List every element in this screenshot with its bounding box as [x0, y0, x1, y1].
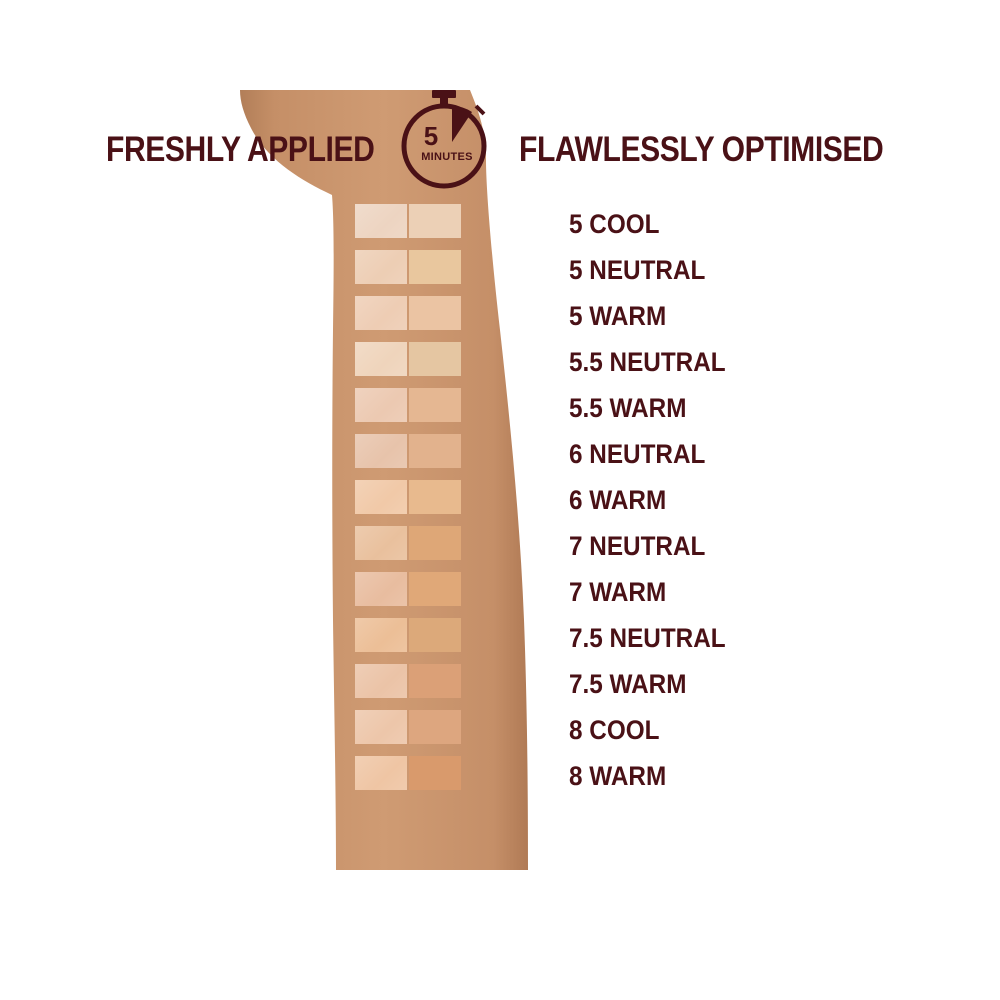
optimised-swatch: [409, 618, 461, 652]
optimised-swatch: [409, 664, 461, 698]
swatch-row: [355, 250, 463, 284]
optimised-swatch: [409, 434, 461, 468]
shade-label: 7.5 WARM: [569, 669, 687, 699]
optimised-swatch: [409, 710, 461, 744]
fresh-swatch: [355, 664, 407, 698]
optimised-swatch: [409, 756, 461, 790]
swatch-row: [355, 664, 463, 698]
optimised-swatch: [409, 296, 461, 330]
swatch-row: [355, 480, 463, 514]
swatch-row: [355, 434, 463, 468]
shade-label: 7 WARM: [569, 577, 667, 607]
shade-label: 5.5 WARM: [569, 393, 687, 423]
shade-label: 8 COOL: [569, 715, 660, 745]
swatch-row: [355, 296, 463, 330]
shade-label: 5 COOL: [569, 209, 660, 239]
shade-label: 6 WARM: [569, 485, 667, 515]
optimised-swatch: [409, 342, 461, 376]
timer-unit: MINUTES: [421, 151, 473, 163]
swatch-row: [355, 388, 463, 422]
flawlessly-optimised-heading: FLAWLESSLY OPTIMISED: [519, 130, 884, 169]
swatch-row: [355, 710, 463, 744]
stopwatch-icon: [401, 90, 487, 189]
swatch-row: [355, 526, 463, 560]
freshly-applied-heading: FRESHLY APPLIED: [106, 130, 375, 169]
swatch-row: [355, 756, 463, 790]
shade-label: 7 NEUTRAL: [569, 531, 706, 561]
swatch-row: [355, 342, 463, 376]
fresh-swatch: [355, 480, 407, 514]
timer-number: 5: [423, 121, 439, 151]
optimised-swatch: [409, 572, 461, 606]
fresh-swatch: [355, 250, 407, 284]
fresh-swatch: [355, 710, 407, 744]
swatch-row: [355, 204, 463, 238]
fresh-swatch: [355, 618, 407, 652]
shade-label: 5.5 NEUTRAL: [569, 347, 726, 377]
optimised-swatch: [409, 526, 461, 560]
fresh-swatch: [355, 388, 407, 422]
optimised-swatch: [409, 250, 461, 284]
swatch-row: [355, 618, 463, 652]
fresh-swatch: [355, 526, 407, 560]
shade-label: 7.5 NEUTRAL: [569, 623, 726, 653]
shade-label: 8 WARM: [569, 761, 667, 791]
fresh-swatch: [355, 572, 407, 606]
shade-label: 6 NEUTRAL: [569, 439, 706, 469]
shade-label: 5 WARM: [569, 301, 667, 331]
optimised-swatch: [409, 388, 461, 422]
shade-label: 5 NEUTRAL: [569, 255, 706, 285]
optimised-swatch: [409, 204, 461, 238]
swatch-row: [355, 572, 463, 606]
fresh-swatch: [355, 756, 407, 790]
fresh-swatch: [355, 296, 407, 330]
fresh-swatch: [355, 342, 407, 376]
optimised-swatch: [409, 480, 461, 514]
fresh-swatch: [355, 434, 407, 468]
fresh-swatch: [355, 204, 407, 238]
